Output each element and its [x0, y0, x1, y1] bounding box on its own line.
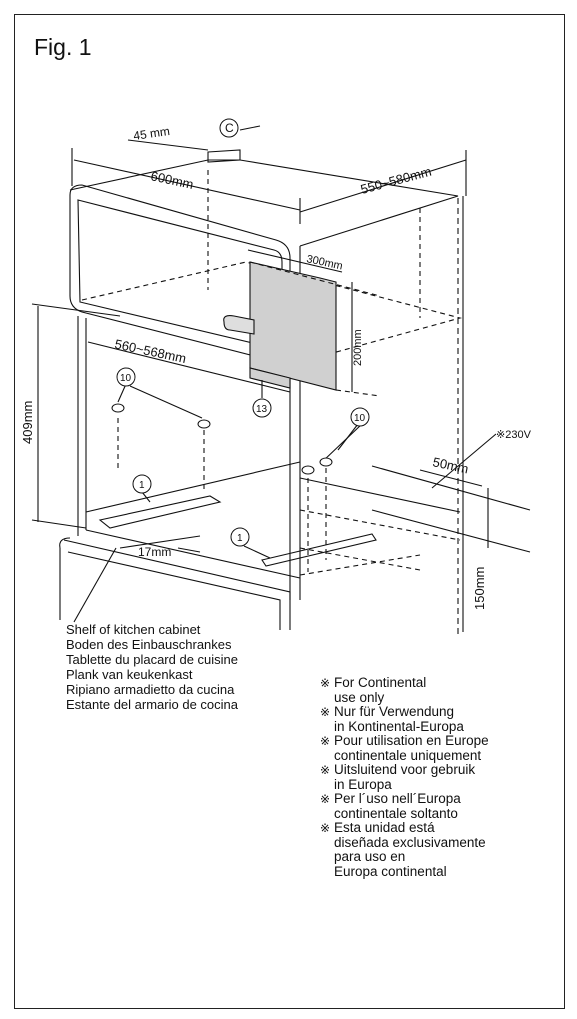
dim-550-label: 550~580mm — [359, 164, 433, 197]
leader-10a-1 — [117, 383, 127, 403]
dim-560-label: 560~568mm — [113, 336, 187, 366]
dim-300-line — [247, 249, 343, 273]
shelf-lower-front — [63, 539, 291, 630]
continental-notes: ※ For Continental use only ※ Nur für Ver… — [320, 675, 489, 879]
note-mark: ※ — [320, 792, 331, 806]
leader-10b-2 — [321, 423, 363, 463]
shelf-lower-outer — [59, 537, 71, 620]
callout-1a-label: 1 — [139, 480, 145, 491]
interior-top-dash — [81, 261, 463, 363]
bracket-left — [98, 495, 222, 529]
dim-550-line — [299, 159, 467, 213]
leader-shelf — [73, 547, 117, 623]
floor-dash-1 — [299, 509, 461, 541]
callout-10b-circle — [350, 407, 370, 427]
vent-dash-right — [335, 389, 381, 397]
shelf-label-es: Estante del armario de cocina — [66, 697, 238, 712]
dim-200-label: 200mm — [352, 329, 364, 366]
callout-c-label: C — [225, 121, 234, 135]
note-de: ※ Nur für Verwendung in Kontinental-Euro… — [320, 704, 464, 734]
shelf-label-list: Shelf of kitchen cabinet Boden des Einba… — [66, 622, 238, 712]
note-es: ※ Esta unidad está diseñada exclusivamen… — [320, 820, 486, 879]
dim-17-line — [119, 535, 201, 553]
screw-1 — [111, 403, 125, 413]
oven-handle — [223, 315, 255, 335]
screw-3 — [301, 465, 315, 475]
shelf-label-fr: Tablette du placard de cuisine — [66, 652, 239, 667]
note-nl: ※ Uitsluitend voor gebruik in Europa — [320, 762, 476, 792]
callout-13-circle — [252, 398, 272, 418]
cabinet-floor-back — [85, 461, 301, 513]
callout-10b-label: 10 — [354, 413, 366, 424]
dim-50-label: 50mm — [431, 454, 469, 476]
dim-409-ext-t — [31, 303, 121, 317]
shelf-lower-inner — [67, 551, 281, 630]
dim-600-line — [73, 159, 301, 211]
cabinet-floor-front — [85, 529, 301, 579]
note-it: ※ Per l´uso nell´Europa continentale sol… — [320, 791, 461, 821]
screw-2 — [197, 419, 211, 429]
leader-1b — [243, 545, 271, 559]
note-mark: ※ — [320, 821, 331, 835]
dim-409-ext-b — [31, 519, 87, 529]
shelf-label-en: Shelf of kitchen cabinet — [66, 622, 201, 637]
leader-230v — [431, 433, 497, 489]
shelf-label-de: Boden des Einbauschrankes — [66, 637, 232, 652]
callout-1b-circle — [230, 527, 250, 547]
leader-1a — [141, 491, 151, 503]
note-mark: ※ — [320, 676, 331, 690]
dim-45-line — [127, 125, 261, 151]
voltage-label: ※230V — [496, 429, 532, 441]
vent-area — [249, 261, 337, 391]
callout-13-label: 13 — [256, 404, 268, 415]
dim-45-label: 45 mm — [132, 124, 170, 143]
figure-title: Fig. 1 — [34, 34, 92, 60]
dim-300-label: 300mm — [305, 253, 343, 272]
dim-17-label: 17mm — [138, 545, 171, 559]
dim-50-line — [419, 469, 483, 487]
callout-1b-label: 1 — [237, 533, 243, 544]
shelf-label-nl: Plank van keukenkast — [66, 667, 193, 682]
label-plate — [249, 367, 291, 389]
shelf-label-it: Ripiano armadietto da cucina — [66, 682, 235, 697]
note-en: ※ For Continental use only — [320, 675, 427, 705]
note-mark: ※ — [320, 705, 331, 719]
note-fr: ※ Pour utilisation en Europe continental… — [320, 733, 489, 763]
oven-top-edge — [69, 159, 459, 247]
bracket-right — [261, 533, 377, 567]
callout-10a-circle — [116, 367, 136, 387]
dim-600-label: 600mm — [149, 168, 195, 192]
floor-dash-2 — [299, 547, 421, 571]
floor-dash-3 — [299, 554, 421, 576]
figure-frame — [14, 14, 565, 1009]
cabinet-floor-right — [299, 477, 461, 513]
callout-10a-label: 10 — [120, 373, 132, 384]
callout-1a-circle — [132, 474, 152, 494]
vent-dash-top — [249, 261, 381, 297]
dim-560-line — [87, 341, 291, 393]
screw-4 — [319, 457, 333, 467]
note-mark: ※ — [320, 763, 331, 777]
dim-50-ext — [371, 465, 531, 553]
note-mark: ※ — [320, 734, 331, 748]
leader-10a-2 — [129, 385, 203, 419]
dim-409-label: 409mm — [20, 401, 35, 444]
dim-150-label: 150mm — [472, 567, 487, 610]
callout-c-circle — [219, 118, 239, 138]
